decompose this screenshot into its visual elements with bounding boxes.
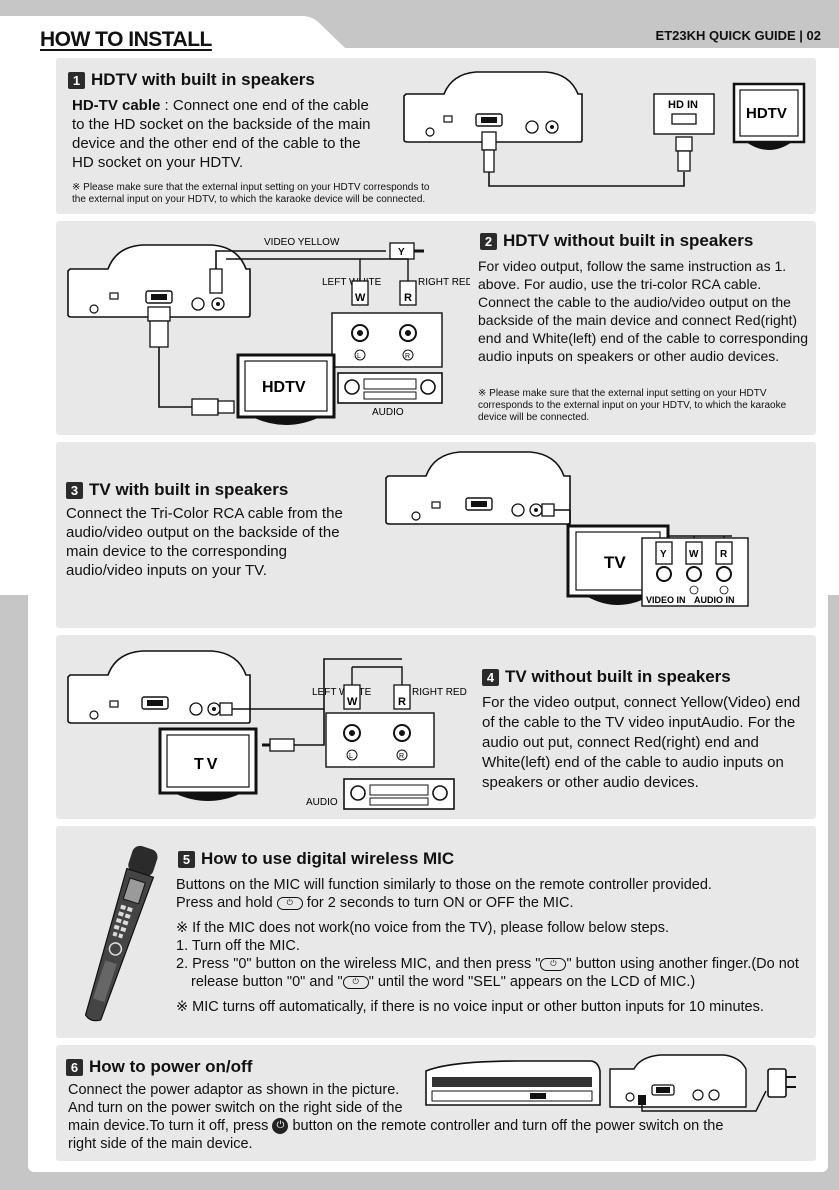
tv-label-2: TV [194, 756, 220, 773]
video-in-label: VIDEO IN [646, 595, 686, 605]
power-line-4: right side of the main device. [68, 1136, 253, 1152]
tv-label: TV [604, 553, 626, 572]
section-1-title: 1 HDTV with built in speakers [68, 70, 315, 90]
header-tab [0, 0, 839, 48]
hdtv-cable-label: HD-TV cable [72, 97, 161, 114]
section-1-text: : Connect one end of the cable to the HD… [72, 97, 371, 171]
video-yellow-label: VIDEO YELLOW [264, 237, 340, 248]
power-icon: ⏻ [272, 1118, 289, 1135]
section-title-text: HDTV with built in speakers [91, 70, 315, 89]
w-label-2: W [689, 549, 699, 560]
right-red-label-2: RIGHT RED [412, 687, 467, 698]
section-3-panel: 3 TV with built in speakers Connect the … [56, 442, 816, 628]
w-plug-label: W [355, 292, 366, 304]
power-button-icon: ⏻ [540, 957, 567, 971]
power-line-3-a: main device.To turn it off, press [68, 1118, 273, 1134]
section-6-body: Connect the power adaptor as shown in th… [68, 1081, 808, 1153]
mic-paragraph-2: Press and hold ⏻ for 2 seconds to turn O… [176, 894, 806, 912]
section-5-title: 5 How to use digital wireless MIC [178, 849, 454, 869]
power-adapter-diagram [425, 1054, 796, 1112]
power-button-icon: ⏻ [342, 975, 369, 989]
section-title-text: HDTV without built in speakers [503, 231, 754, 250]
section-title-text: TV without built in speakers [505, 667, 731, 686]
mic-note-1: ※ If the MIC does not work(no voice from… [176, 920, 670, 936]
section-title-text: How to use digital wireless MIC [201, 849, 455, 868]
mic-step-2-b: " button using another finger.(Do not re… [191, 956, 799, 990]
hd-in-label: HD IN [668, 99, 698, 111]
section-number-badge: 6 [66, 1058, 83, 1076]
section-number-badge: 4 [482, 668, 499, 686]
r-jack-label: R [405, 353, 410, 360]
l-jack-label: L [357, 353, 361, 360]
w-plug-label-2: W [347, 696, 358, 708]
section-2-panel: VIDEO YELLOW Y LEFT WHITE RIGHT RED W R … [56, 221, 816, 435]
section-3-title: 3 TV with built in speakers [66, 480, 288, 500]
hdtv-label-2: HDTV [262, 379, 306, 396]
y-label: Y [398, 247, 405, 258]
section-5-body: Buttons on the MIC will function similar… [176, 876, 806, 1016]
power-line-3: main device.To turn it off, press ⏻ butt… [68, 1117, 808, 1135]
section-4-title: 4 TV without built in speakers [482, 667, 731, 687]
page-title: HOW TO INSTALL [40, 28, 212, 51]
section-title-text: How to power on/off [89, 1057, 253, 1076]
tv-rca-diagram: TV Y W R VIDEO IN AUDIO IN [385, 451, 749, 607]
r-plug-label: R [404, 292, 412, 304]
section-number-badge: 5 [178, 850, 195, 868]
hdtv-label: HDTV [746, 105, 787, 122]
audio-label-2: AUDIO [306, 797, 338, 808]
hdtv-audio-diagram: VIDEO YELLOW Y LEFT WHITE RIGHT RED W R … [67, 237, 470, 425]
section-4-body: For the video output, connect Yellow(Vid… [482, 694, 801, 791]
mic-step-2-a: 2. Press "0" button on the wireless MIC,… [176, 956, 541, 972]
section-title-text: TV with built in speakers [89, 480, 289, 499]
section-1-body: HD-TV cable : Connect one end of the cab… [72, 96, 382, 172]
section-2-note: ※ Please make sure that the external inp… [478, 388, 787, 423]
mic-step-2: 2. Press "0" button on the wireless MIC,… [176, 955, 806, 991]
power-line-1: Connect the power adaptor as shown in th… [68, 1082, 400, 1098]
section-4-panel: LEFT WHITE RIGHT RED W R L R AUDIO TV 4 … [56, 635, 816, 819]
mic-step-1: 1. Turn off the MIC. [176, 938, 300, 954]
mic-step-2-c: " until the word "SEL" appears on the LC… [368, 974, 696, 990]
section-number-badge: 3 [66, 481, 83, 499]
power-button-icon: ⏻ [276, 896, 303, 910]
section-5-panel: 5 How to use digital wireless MIC Button… [56, 826, 816, 1038]
section-3-body: Connect the Tri-Color RCA cable from the… [66, 505, 343, 579]
section-2-body: For video output, follow the same instru… [478, 258, 808, 364]
power-line-2: And turn on the power switch on the righ… [68, 1100, 403, 1116]
power-line-3-b: button on the remote controller and turn… [288, 1118, 724, 1134]
y-label-2: Y [660, 549, 667, 560]
audio-in-label: AUDIO IN [694, 595, 735, 605]
section-1-panel: 1 HDTV with built in speakers HD-TV cabl… [56, 58, 816, 214]
mic-note-2: ※ MIC turns off automatically, if there … [176, 999, 764, 1015]
r-jack-label-2: R [399, 753, 404, 760]
audio-label: AUDIO [372, 407, 404, 418]
section-6-title: 6 How to power on/off [66, 1057, 252, 1077]
mic-p2-start: Press and hold [176, 895, 277, 911]
hdtv-connection-diagram: HD IN HDTV [403, 71, 806, 187]
mic-paragraph-1: Buttons on the MIC will function similar… [176, 877, 712, 893]
wireless-mic-illustration [84, 845, 158, 1022]
left-white-label-2: LEFT WHITE [312, 687, 372, 698]
l-jack-label-2: L [349, 753, 353, 760]
mic-p2-end: for 2 seconds to turn ON or OFF the MIC. [302, 895, 574, 911]
r-plug-label-2: R [398, 696, 406, 708]
guide-label: ET23KH QUICK GUIDE | 02 [655, 28, 821, 43]
section-number-badge: 1 [68, 71, 85, 89]
section-1-note: ※ Please make sure that the external inp… [72, 182, 430, 205]
tv-audio-diagram: LEFT WHITE RIGHT RED W R L R AUDIO TV [67, 650, 467, 810]
r-label-2: R [720, 549, 728, 560]
section-2-title: 2 HDTV without built in speakers [480, 231, 753, 251]
section-number-badge: 2 [480, 232, 497, 250]
right-red-label: RIGHT RED [418, 277, 470, 288]
section-6-panel: 6 How to power on/off Connect the power … [56, 1045, 816, 1161]
